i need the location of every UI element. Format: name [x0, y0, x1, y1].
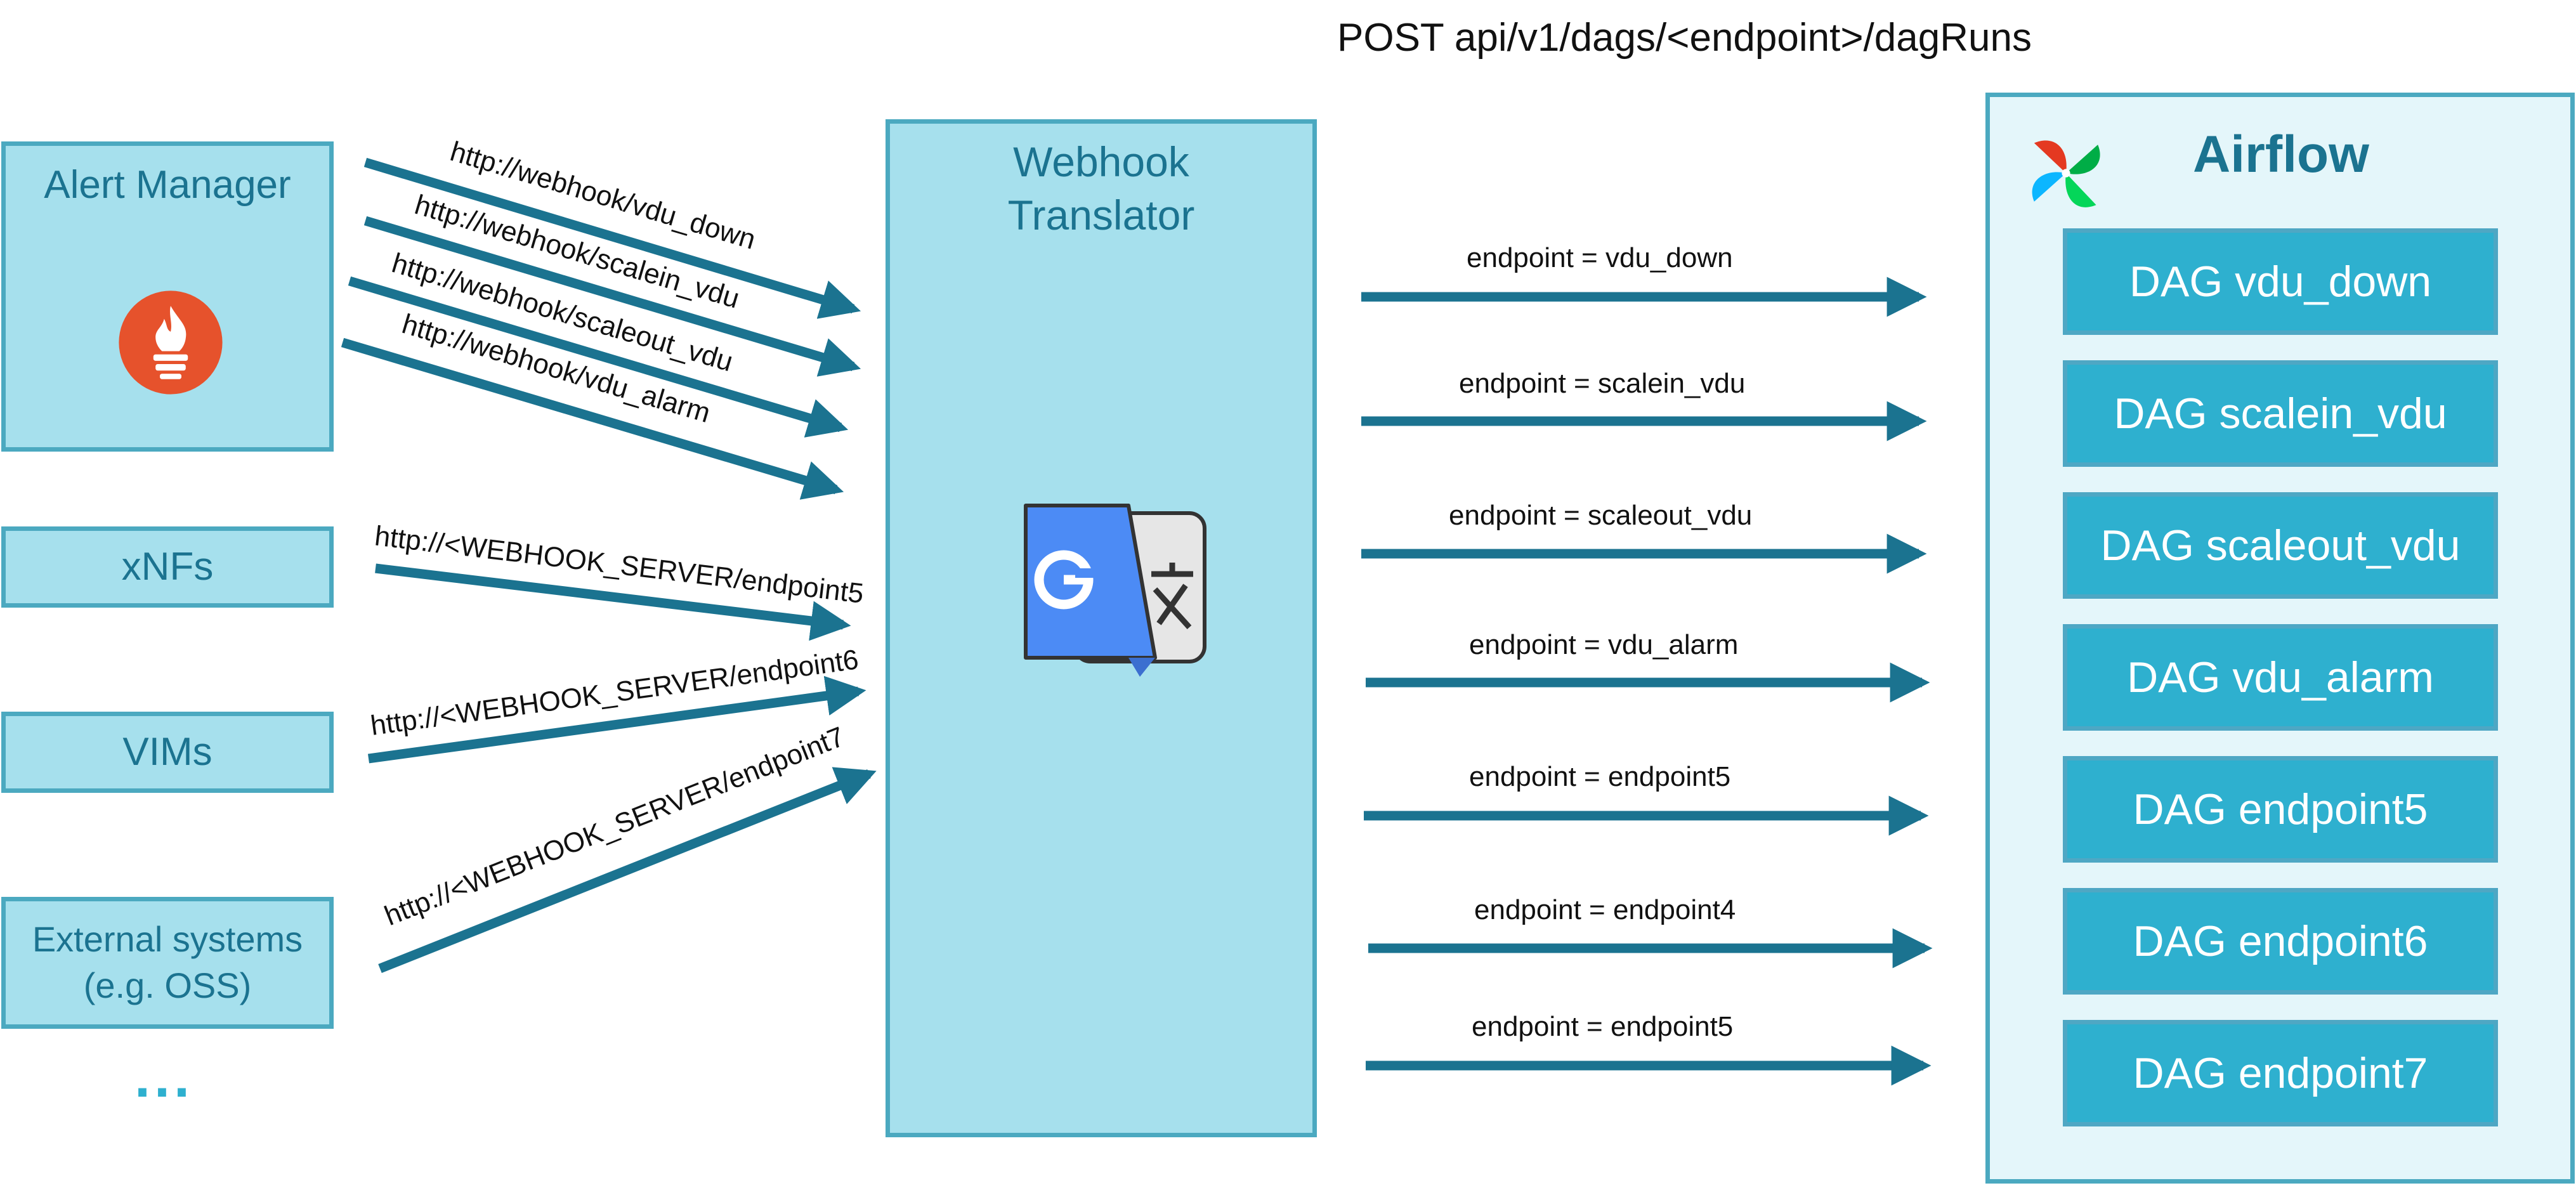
dag-box: DAG scaleout_vdu — [2063, 492, 2498, 599]
external-systems-line1: External systems — [32, 919, 303, 960]
endpoint-label: endpoint = scaleout_vdu — [1449, 500, 1753, 531]
endpoint-label: endpoint = vdu_down — [1467, 242, 1733, 273]
dag-box: DAG scalein_vdu — [2063, 360, 2498, 467]
arrow-scalein-vdu — [363, 216, 861, 377]
airflow-pinwheel-icon — [2032, 140, 2100, 207]
external-systems-line2: (e.g. OSS) — [83, 965, 252, 1005]
prometheus-icon — [119, 290, 223, 395]
dag-box: DAG endpoint5 — [2063, 756, 2498, 863]
endpoint-label: endpoint = scalein_vdu — [1459, 368, 1746, 399]
arrow-scaleout-vdu — [348, 276, 849, 438]
external-systems-box: External systems (e.g. OSS) — [1, 897, 334, 1029]
endpoint-label: endpoint = endpoint4 — [1474, 894, 1736, 925]
alert-manager-box: Alert Manager — [1, 141, 334, 452]
airflow-title: Airflow — [2193, 126, 2369, 183]
dag-box: DAG vdu_down — [2063, 228, 2498, 335]
arrow-vdu-alarm — [341, 337, 844, 500]
dag-box: DAG vdu_alarm — [2063, 624, 2498, 731]
google-translate-icon — [1024, 504, 1206, 677]
dag-box: DAG endpoint6 — [2063, 888, 2498, 995]
translator-title-line1: Webhook — [1013, 138, 1189, 185]
api-call-label: POST api/v1/dags/<endpoint>/dagRuns — [1337, 16, 2032, 60]
endpoint-label: endpoint = endpoint5 — [1469, 761, 1731, 792]
dag-box: DAG endpoint7 — [2063, 1020, 2498, 1126]
endpoint-label: endpoint = endpoint5 — [1472, 1011, 1734, 1042]
arrow-endpoint5 — [375, 563, 851, 641]
translator-title-line2: Translator — [1007, 192, 1195, 238]
xnfs-box: xNFs — [1, 526, 334, 608]
more-sources-ellipsis: ... — [134, 1046, 194, 1109]
alert-manager-title: Alert Manager — [44, 163, 291, 207]
arrow-endpoint6 — [367, 676, 866, 764]
endpoint-label: endpoint = vdu_alarm — [1469, 629, 1739, 660]
vims-box: VIMs — [1, 712, 334, 793]
arrow-endpoint7 — [378, 767, 877, 973]
webhook-translator-box: Webhook Translator — [886, 119, 1317, 1137]
arrow-vdu-down — [363, 157, 861, 319]
